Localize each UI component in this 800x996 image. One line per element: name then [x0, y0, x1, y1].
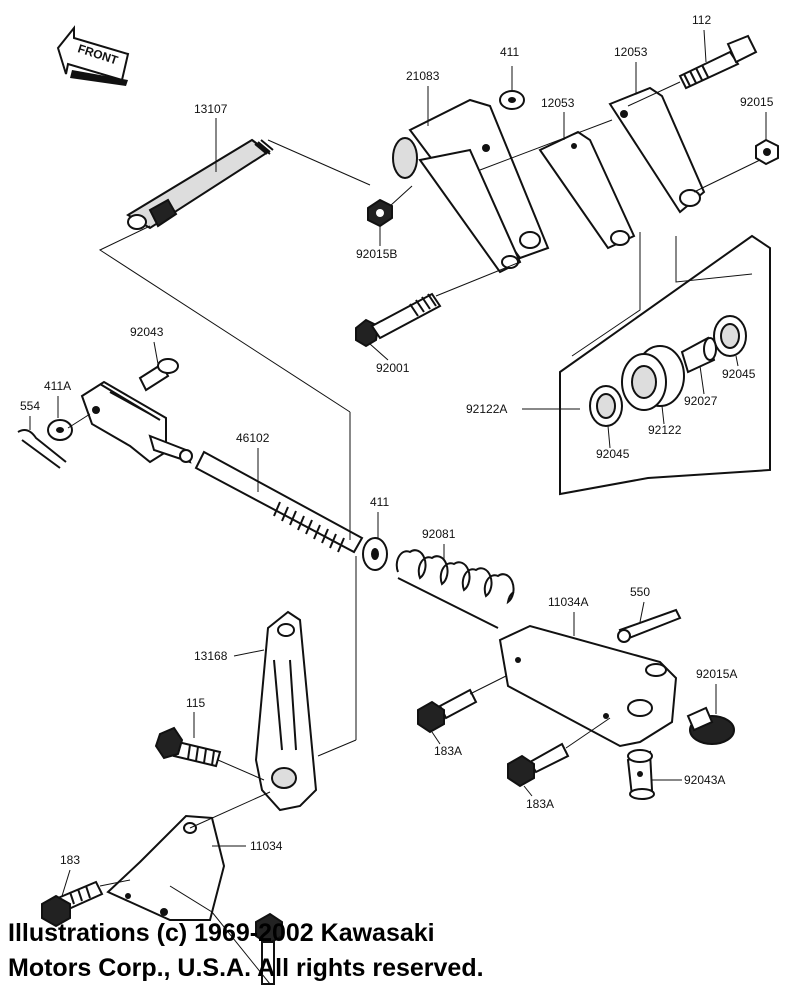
svg-text:13168: 13168 [194, 649, 228, 663]
svg-text:21083: 21083 [406, 69, 440, 83]
label-183A-upper: 183A [431, 731, 462, 758]
svg-text:92001: 92001 [376, 361, 410, 375]
svg-text:92015A: 92015A [696, 667, 737, 681]
plate-13168 [254, 610, 318, 812]
svg-text:13107: 13107 [194, 102, 228, 116]
svg-text:11034: 11034 [250, 839, 283, 853]
label-12053-lower: 12053 [541, 96, 575, 140]
svg-text:92045: 92045 [596, 447, 630, 461]
clip-554 [17, 429, 67, 469]
label-92015: 92015 [740, 95, 774, 140]
arm-21083 [392, 98, 550, 274]
svg-text:92027: 92027 [684, 394, 718, 408]
bolt-183A-lower [507, 742, 570, 788]
pin-92043 [138, 358, 179, 392]
washer-411A [47, 419, 73, 441]
label-11034: 11034 [212, 839, 283, 853]
bolt-183 [41, 880, 104, 928]
label-112: 112 [692, 13, 711, 63]
label-92081: 92081 [422, 527, 456, 560]
bolt-115 [154, 726, 222, 768]
bracket-11034A [498, 624, 678, 748]
plate-12053-lower [538, 130, 636, 250]
svg-text:112: 112 [692, 13, 711, 27]
svg-text:183: 183 [60, 853, 80, 867]
label-411A: 411A [44, 379, 71, 418]
clevis [80, 380, 193, 464]
svg-text:183A: 183A [434, 744, 462, 758]
bearing-92045-left [589, 385, 623, 427]
label-92001: 92001 [369, 343, 410, 375]
svg-text:92043: 92043 [130, 325, 164, 339]
bracket-11034 [106, 814, 226, 921]
label-92043: 92043 [130, 325, 164, 365]
bolt-183A-upper [417, 688, 478, 734]
front-arrow-icon: FRONT [56, 25, 130, 86]
label-92015B: 92015B [356, 226, 397, 261]
svg-text:550: 550 [630, 585, 650, 599]
svg-text:12053: 12053 [614, 45, 648, 59]
shaft-13107 [126, 138, 274, 230]
label-13168: 13168 [194, 649, 265, 663]
bolt-bottom [255, 912, 283, 985]
svg-text:92122: 92122 [648, 423, 682, 437]
bearing-92045-right [713, 315, 747, 357]
label-92027: 92027 [684, 365, 718, 408]
svg-text:554: 554 [20, 399, 40, 413]
pin-92043A [626, 749, 655, 800]
svg-text:115: 115 [186, 696, 205, 710]
bolt-92001 [355, 292, 442, 348]
cap-92015A [686, 706, 735, 745]
pin-550 [617, 608, 682, 643]
label-554: 554 [20, 399, 40, 430]
rod-46102 [194, 450, 364, 554]
copyright-notice: Illustrations (c) 1969-2002 Kawasaki Mot… [8, 916, 484, 986]
svg-text:92015B: 92015B [356, 247, 397, 261]
svg-text:12053: 12053 [541, 96, 575, 110]
bearing-box [559, 234, 771, 496]
copyright-line-1: Illustrations (c) 1969-2002 Kawasaki [8, 919, 435, 947]
spring-92081 [395, 549, 515, 629]
svg-text:92122A: 92122A [466, 402, 507, 416]
washer-411-top [499, 90, 525, 110]
copyright-line-2: Motors Corp., U.S.A. All rights reserved… [8, 954, 484, 982]
label-92045-right: 92045 [722, 355, 756, 381]
svg-text:92043A: 92043A [684, 773, 725, 787]
washer-411-mid [362, 537, 388, 571]
label-411-top: 411 [500, 45, 519, 59]
label-46102: 46102 [236, 431, 270, 492]
label-12053-upper: 12053 [614, 45, 648, 94]
nut-92015B [367, 198, 393, 228]
svg-text:411: 411 [370, 495, 389, 509]
label-92043A: 92043A [652, 773, 725, 787]
svg-text:183A: 183A [526, 797, 554, 811]
svg-text:92045: 92045 [722, 367, 756, 381]
roller-92122 [621, 345, 685, 411]
label-92015A: 92015A [696, 667, 737, 714]
label-92122: 92122 [648, 405, 682, 437]
label-183: 183 [60, 853, 80, 897]
label-92122A: 92122A [466, 402, 580, 416]
svg-text:46102: 46102 [236, 431, 270, 445]
svg-text:11034A: 11034A [548, 595, 588, 609]
svg-text:411A: 411A [44, 379, 71, 393]
bolt-112 [678, 34, 758, 90]
collar-92027 [680, 336, 717, 374]
label-13107: 13107 [194, 102, 228, 172]
label-411-mid: 411 [370, 495, 389, 538]
label-92045-left: 92045 [596, 425, 630, 461]
svg-text:411: 411 [500, 45, 519, 59]
plate-12053-upper [608, 86, 706, 214]
svg-text:92015: 92015 [740, 95, 774, 109]
svg-text:92081: 92081 [422, 527, 456, 541]
label-115: 115 [186, 696, 205, 738]
label-183A-lower: 183A [523, 785, 554, 811]
label-11034A: 11034A [548, 595, 588, 636]
label-21083: 21083 [406, 69, 440, 126]
label-550: 550 [630, 585, 650, 623]
